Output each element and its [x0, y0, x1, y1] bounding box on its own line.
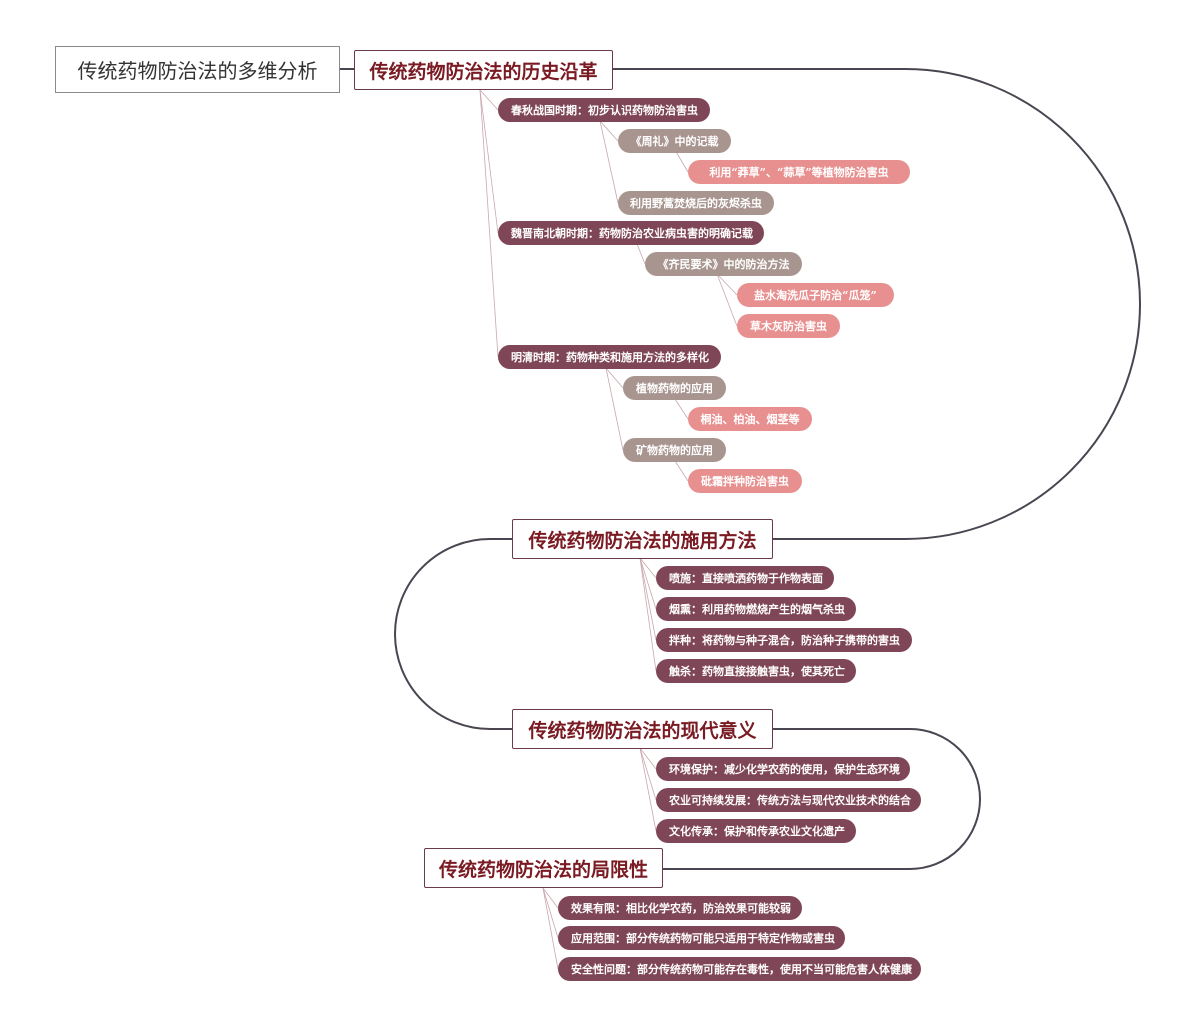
node-qimin-yaoshu[interactable]: 《齐民要术》中的防治方法: [645, 252, 802, 276]
node-mineral-medicine[interactable]: 矿物药物的应用: [623, 438, 726, 462]
node-period-ming-qing[interactable]: 明清时期：药物种类和施用方法的多样化: [498, 345, 721, 369]
node-wild-herbs[interactable]: 利用野蒿焚烧后的灰烬杀虫: [618, 191, 774, 215]
node-modern-sustain[interactable]: 农业可持续发展：传统方法与现代农业技术的结合: [656, 788, 921, 812]
node-plant-medicine[interactable]: 植物药物的应用: [623, 376, 726, 400]
node-modern-env[interactable]: 环境保护：减少化学农药的使用，保护生态环境: [656, 757, 910, 781]
node-app-contact[interactable]: 触杀：药物直接接触害虫，使其死亡: [656, 659, 856, 683]
topic-history[interactable]: 传统药物防治法的历史沿革: [354, 50, 613, 90]
node-zhouli-detail[interactable]: 利用“莽草”、“蒜草”等植物防治害虫: [688, 160, 910, 184]
topic-limits[interactable]: 传统药物防治法的局限性: [424, 848, 663, 888]
root-topic[interactable]: 传统药物防治法的多维分析: [55, 46, 340, 93]
node-modern-culture[interactable]: 文化传承：保护和传承农业文化遗产: [656, 819, 856, 843]
topic-application[interactable]: 传统药物防治法的施用方法: [512, 519, 773, 559]
node-qimin-salt[interactable]: 盐水淘洗瓜子防治“瓜笼”: [737, 283, 894, 307]
node-mineral-detail[interactable]: 砒霜拌种防治害虫: [688, 469, 802, 493]
node-app-spray[interactable]: 喷施：直接喷洒药物于作物表面: [656, 566, 834, 590]
node-qimin-ash[interactable]: 草木灰防治害虫: [737, 314, 840, 338]
node-zhouli[interactable]: 《周礼》中的记载: [618, 129, 731, 153]
node-period-spring-autumn[interactable]: 春秋战国时期：初步认识药物防治害虫: [498, 98, 710, 122]
node-limit-effect[interactable]: 效果有限：相比化学农药，防治效果可能较弱: [558, 896, 802, 920]
node-app-seed[interactable]: 拌种：将药物与种子混合，防治种子携带的害虫: [656, 628, 912, 652]
node-limit-safety[interactable]: 安全性问题：部分传统药物可能存在毒性，使用不当可能危害人体健康: [558, 957, 921, 981]
node-period-wei-jin[interactable]: 魏晋南北朝时期：药物防治农业病虫害的明确记载: [498, 221, 764, 245]
topic-modern[interactable]: 传统药物防治法的现代意义: [512, 709, 773, 749]
node-limit-scope[interactable]: 应用范围：部分传统药物可能只适用于特定作物或害虫: [558, 926, 845, 950]
node-app-smoke[interactable]: 烟熏：利用药物燃烧产生的烟气杀虫: [656, 597, 856, 621]
node-plant-detail[interactable]: 桐油、柏油、烟茎等: [688, 407, 812, 431]
